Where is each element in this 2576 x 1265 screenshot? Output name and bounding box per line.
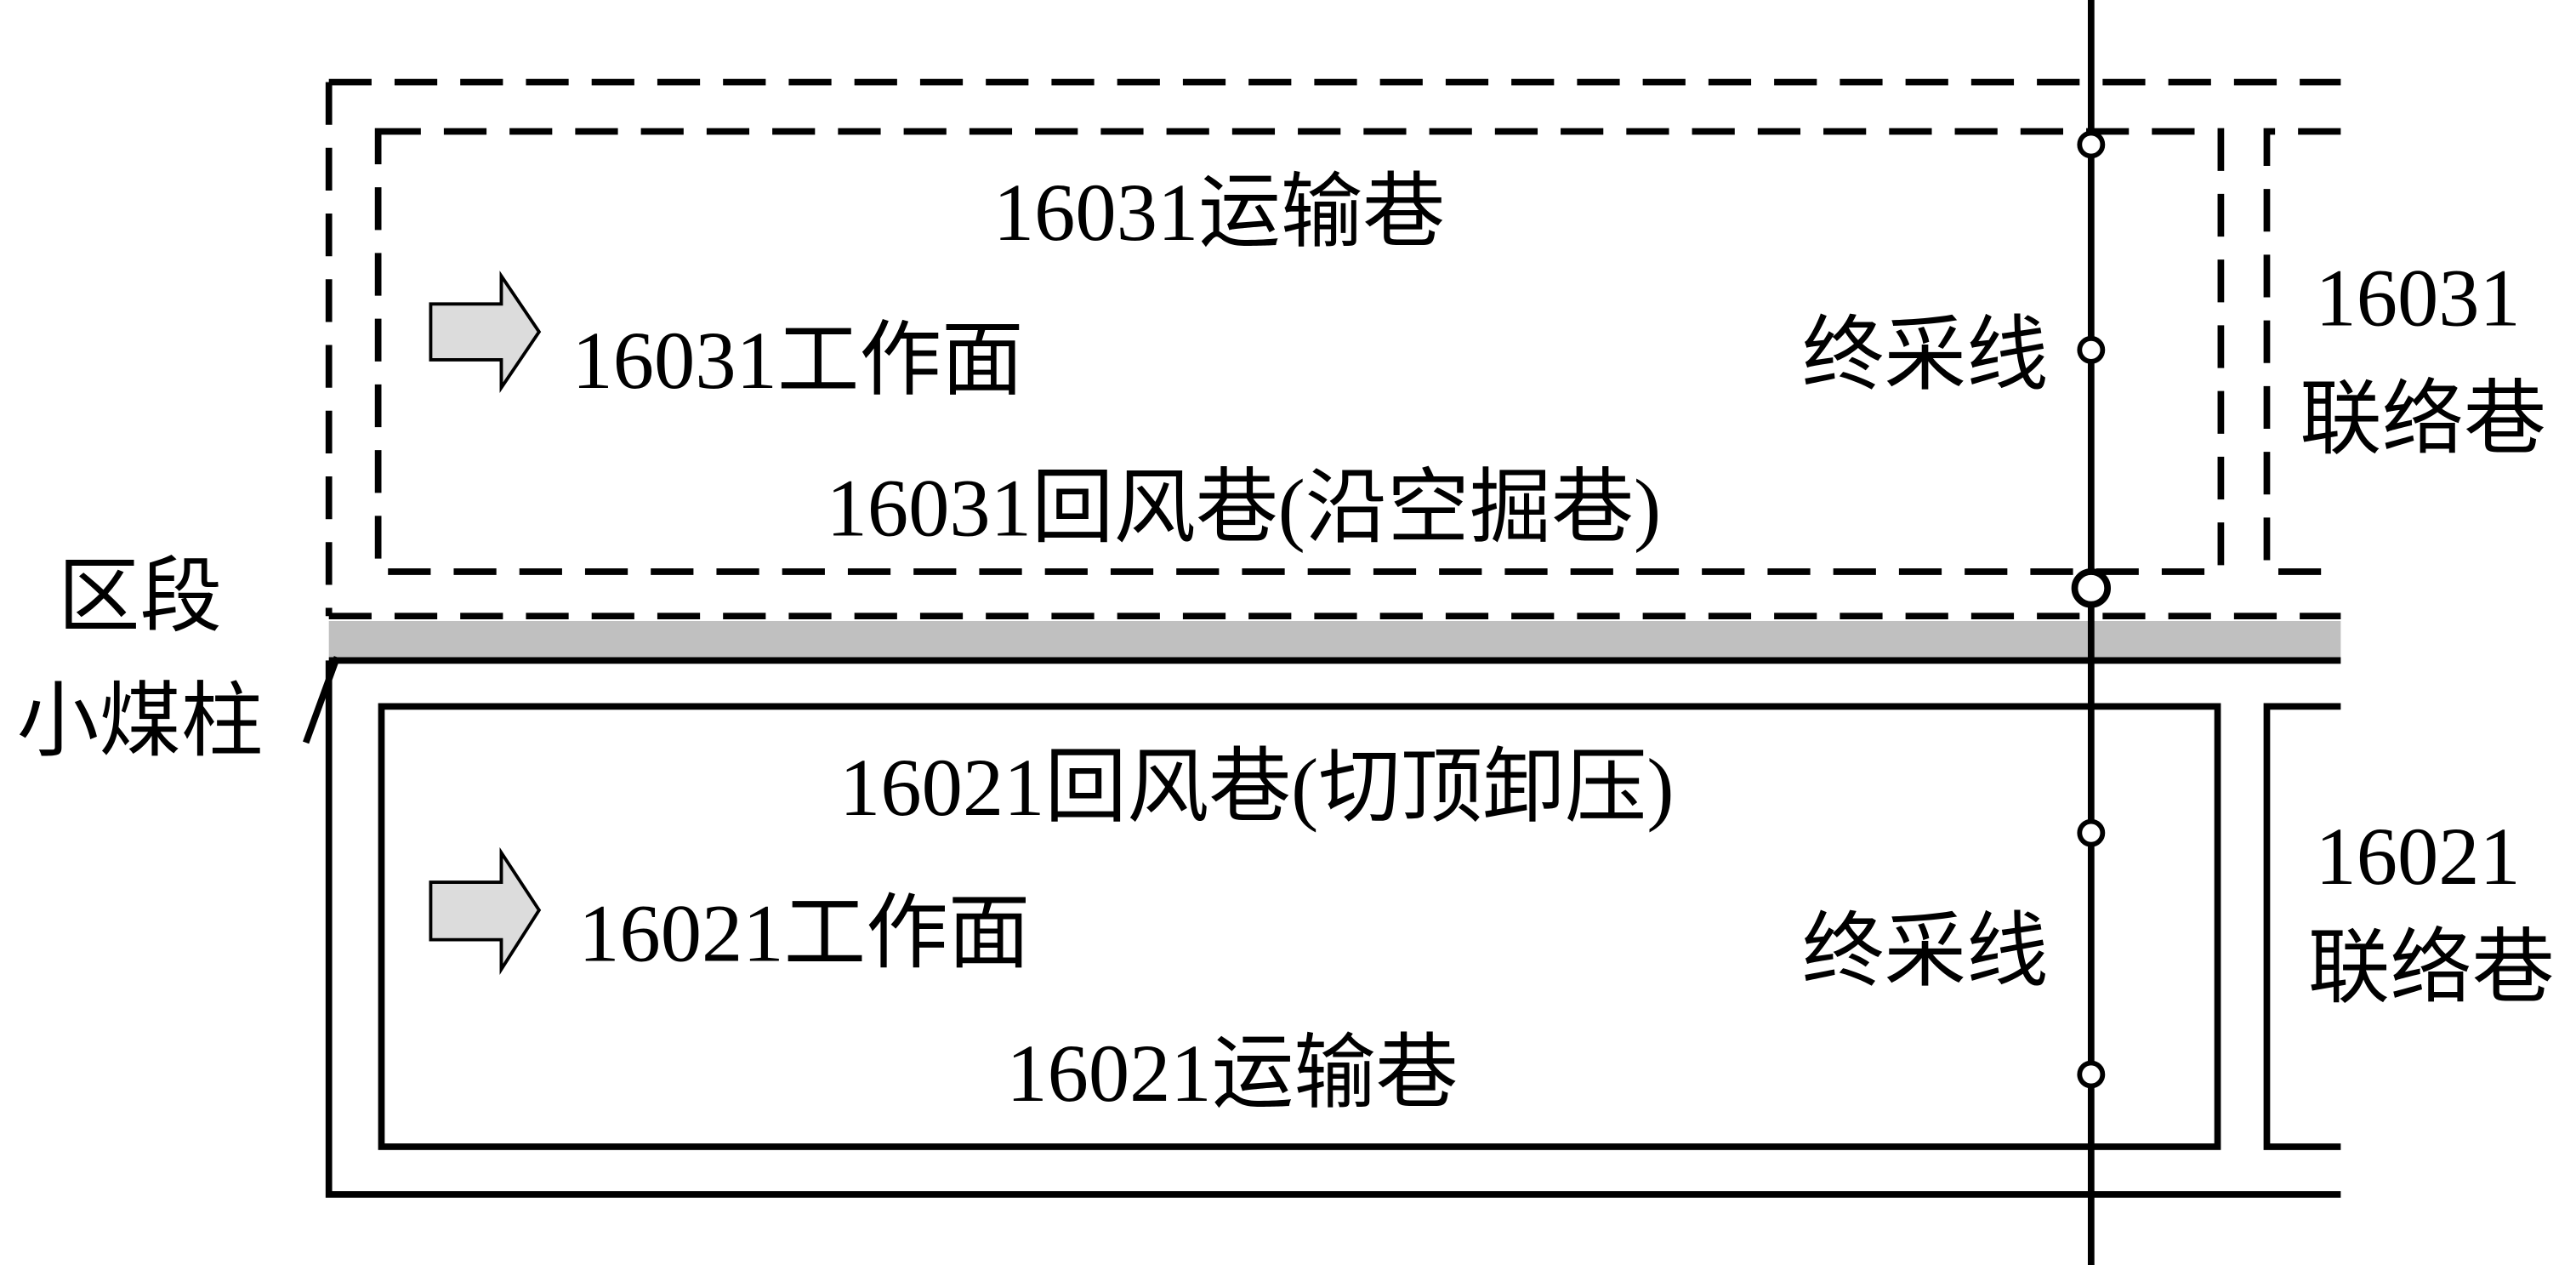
lower-return-airway-label: 16021回风巷(切顶卸压) <box>839 742 1675 833</box>
lower-panel-outline <box>325 657 2341 1198</box>
lower-working-face-label: 16021工作面 <box>578 888 1030 979</box>
advance-arrow-icon <box>429 271 542 394</box>
upper-connection-id: 16031 <box>2315 252 2520 343</box>
upper-return-airway-label: 16031回风巷(沿空掘巷) <box>827 463 1662 554</box>
upper-stop-line-label: 终采线 <box>1802 310 2049 401</box>
pillar-leader-line <box>303 656 340 744</box>
lower-connection-label: 联络巷 <box>2308 922 2555 1013</box>
advance-arrow-icon <box>429 846 542 975</box>
pillar-label-line1: 区段 <box>58 551 222 642</box>
lower-connection-id: 16021 <box>2315 811 2520 902</box>
marker-circle <box>2077 1060 2106 1089</box>
lower-haulage-roadway-label: 16021运输巷 <box>1006 1028 1458 1119</box>
marker-circle <box>2077 130 2106 159</box>
upper-haulage-roadway-label: 16031运输巷 <box>993 167 1445 258</box>
upper-panel-outline <box>325 78 2341 620</box>
marker-circle <box>2077 335 2106 364</box>
marker-circle <box>2071 568 2112 608</box>
stop-line-markers <box>2071 130 2112 1089</box>
coal-pillar-band <box>328 620 2341 658</box>
upper-connection-label: 联络巷 <box>2300 373 2546 464</box>
upper-working-face-label: 16031工作面 <box>572 315 1024 406</box>
pillar-label-line2: 小煤柱 <box>17 676 264 767</box>
lower-stop-line-label: 终采线 <box>1802 906 2049 997</box>
marker-circle <box>2077 818 2106 847</box>
